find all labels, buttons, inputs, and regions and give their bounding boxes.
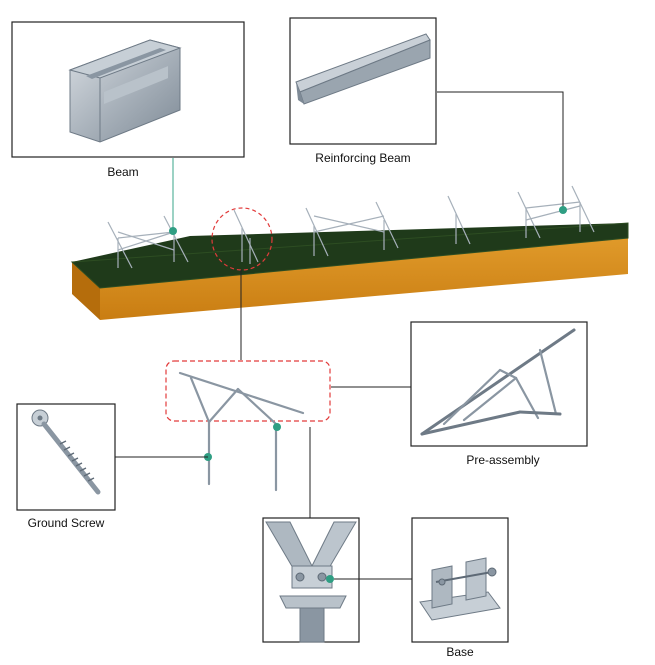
- mounting-frame-highlighted: [233, 209, 259, 264]
- reinforcing-beam-illustration: [295, 33, 431, 105]
- reinforcing-beam-label: Reinforcing Beam: [315, 151, 410, 165]
- grass-edge: [70, 222, 629, 289]
- frame-detail-highlight: [165, 360, 331, 422]
- soil-front-face: [100, 238, 628, 320]
- reinforcing-beam-panel: Reinforcing Beam: [289, 17, 437, 165]
- ground-block: [70, 222, 629, 320]
- mounting-frame: [305, 201, 399, 257]
- ground-screw-label: Ground Screw: [28, 516, 105, 530]
- base-illustration: [419, 557, 501, 621]
- base-panel: Base: [411, 517, 509, 659]
- base-closeup-panel: [262, 517, 360, 643]
- mounting-frame: [107, 215, 189, 269]
- ground-screw-illustration: [31, 409, 101, 495]
- beam-label: Beam: [107, 165, 138, 179]
- base-pointer-dot: [273, 423, 281, 431]
- beam-illustration: [68, 39, 182, 143]
- base-closeup-dot: [326, 575, 334, 583]
- ground-screw-panel: Ground Screw: [16, 403, 116, 530]
- pre-assembly-panel: Pre-assembly: [410, 321, 588, 467]
- reinforcing-beam-pointer-dot: [559, 206, 567, 214]
- highlight-circle: [211, 207, 273, 271]
- base-label: Base: [446, 645, 474, 659]
- base-closeup-illustration: [265, 521, 357, 643]
- mounting-frame: [447, 195, 471, 245]
- base-frame: [411, 517, 509, 643]
- mounting-frame: [517, 185, 595, 239]
- ground-screw-frame: [16, 403, 116, 511]
- beam-pointer-dot: [169, 227, 177, 235]
- pre-assembly-illustration: [420, 328, 576, 436]
- soil-top-grass: [72, 223, 628, 288]
- beam-panel: Beam: [11, 21, 245, 179]
- pre-assembly-label: Pre-assembly: [466, 453, 539, 467]
- soil-side-face: [72, 262, 100, 320]
- frame-detail: [178, 371, 305, 492]
- frame-row: [107, 185, 595, 269]
